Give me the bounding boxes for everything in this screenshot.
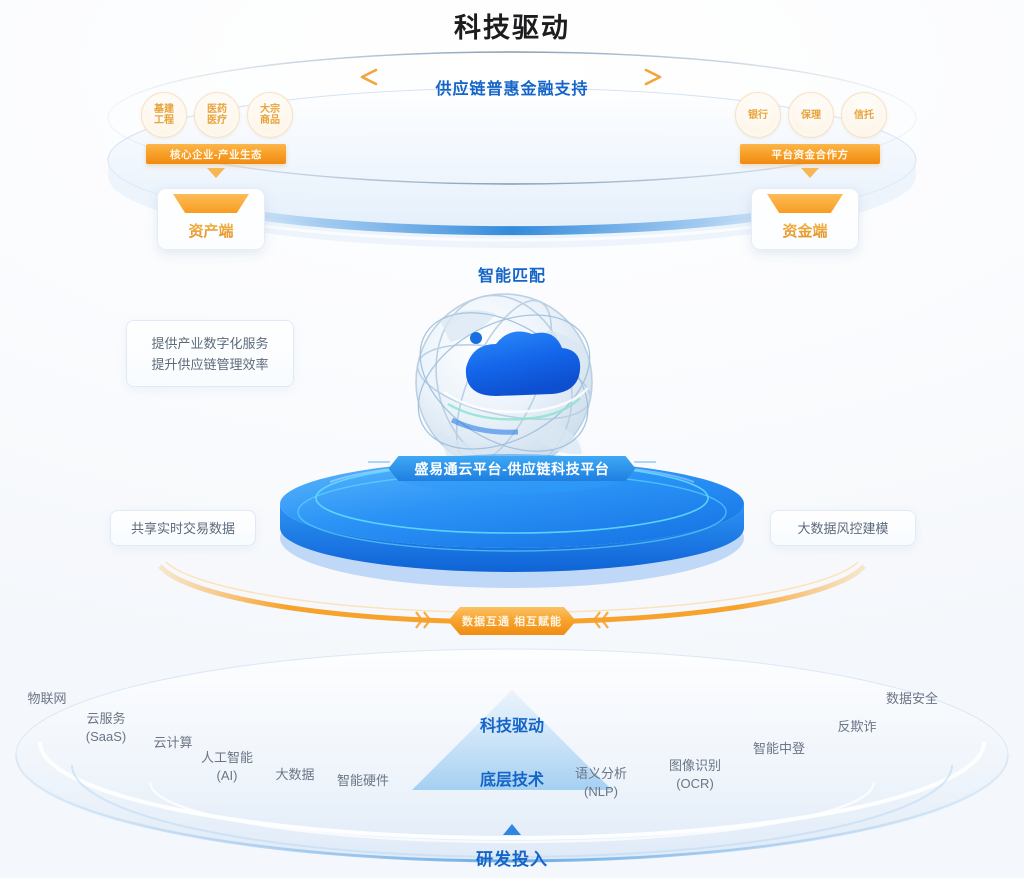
pill-label: 大宗 商品 (260, 104, 280, 126)
rd-investment-caption: 研发投入 (476, 850, 548, 869)
pill-label: 医药 医疗 (207, 104, 227, 126)
bottom-core-technology-label: 底层技术 (479, 772, 545, 789)
digital-service-note[interactable]: 提供产业数字化服务 提升供应链管理效率 (126, 320, 294, 387)
down-triangle-icon (801, 168, 819, 178)
bottom-disc-graphic (14, 648, 1010, 863)
globe-icon (415, 293, 593, 471)
cloud-icon (443, 331, 589, 435)
tech-label-smart-hardware: 智能硬件 (337, 772, 389, 790)
tech-label-anti-fraud: 反欺诈 (837, 718, 876, 736)
supply-chain-arc-label: 供应链普惠金融支持 (435, 81, 589, 98)
tech-text: 图像识别 (OCR) (668, 758, 722, 791)
tech-text: 大数据 (275, 767, 315, 782)
core-enterprise-bar[interactable]: 核心企业-产业生态 (146, 144, 286, 164)
tech-label-ai: 人工智能 (AI) (201, 749, 253, 785)
tech-text: 智能硬件 (336, 773, 390, 788)
smart-matching-label: 智能匹配 (477, 268, 546, 285)
pill-trust[interactable]: 信托 (841, 92, 887, 138)
down-triangle-icon (207, 168, 225, 178)
pill-commodities[interactable]: 大宗 商品 (247, 92, 293, 138)
asset-side-card[interactable]: 资产端 (157, 188, 265, 250)
trapezoid-shape (767, 194, 843, 213)
tech-label-ocr: 图像识别 (OCR) (669, 757, 721, 793)
platform-ribbon-label[interactable]: 盛易通云平台-供应链科技平台 (388, 456, 635, 481)
bigdata-risk-model-card[interactable]: 大数据风控建模 (770, 510, 916, 546)
tech-text: 云服务 (SaaS) (85, 711, 127, 744)
note-line-2: 提升供应链管理效率 (151, 356, 269, 372)
tech-text: 反欺诈 (837, 719, 877, 734)
platform-funding-partner-bar[interactable]: 平台资金合作方 (740, 144, 880, 164)
share-transaction-data-card[interactable]: 共享实时交易数据 (110, 510, 256, 546)
pill-label: 保理 (801, 109, 821, 121)
tech-text: 数据安全 (885, 691, 939, 706)
bottom-tech-driven-label: 科技驱动 (479, 718, 545, 735)
tech-label-nlp: 语义分析 (NLP) (575, 765, 627, 801)
tech-label-smart-registration: 智能中登 (753, 740, 805, 758)
tech-label-cloud-computing: 云计算 (153, 734, 192, 752)
orbit-node (470, 332, 482, 344)
pill-pharma[interactable]: 医药 医疗 (194, 92, 240, 138)
asset-side-label: 资产端 (157, 220, 265, 241)
pill-infrastructure[interactable]: 基建 工程 (141, 92, 187, 138)
trapezoid-shape (173, 194, 249, 213)
pill-factoring[interactable]: 保理 (788, 92, 834, 138)
pill-label: 银行 (748, 109, 768, 121)
tech-label-iot: 物联网 (27, 690, 66, 708)
tech-text: 人工智能 (AI) (200, 750, 254, 783)
tech-label-saas: 云服务 (SaaS) (86, 710, 126, 746)
tech-text: 云计算 (153, 735, 193, 750)
up-triangle-icon (503, 824, 521, 835)
pyramid-shape (412, 690, 612, 790)
platform-disc-graphic (280, 454, 744, 588)
pill-label: 基建 工程 (154, 104, 174, 126)
page-title: 科技驱动 (454, 13, 570, 43)
note-line-1: 提供产业数字化服务 (151, 335, 269, 351)
tech-label-bigdata: 大数据 (275, 766, 314, 784)
tech-text: 物联网 (27, 691, 67, 706)
pill-bank[interactable]: 银行 (735, 92, 781, 138)
tech-text: 智能中登 (752, 741, 806, 756)
funding-side-card[interactable]: 资金端 (751, 188, 859, 250)
data-interop-badge[interactable]: 数据互通 相互赋能 (448, 607, 576, 635)
tech-label-data-security: 数据安全 (886, 690, 938, 708)
funding-side-label: 资金端 (751, 220, 859, 241)
pill-label: 信托 (854, 109, 874, 121)
tech-text: 语义分析 (NLP) (574, 766, 628, 799)
